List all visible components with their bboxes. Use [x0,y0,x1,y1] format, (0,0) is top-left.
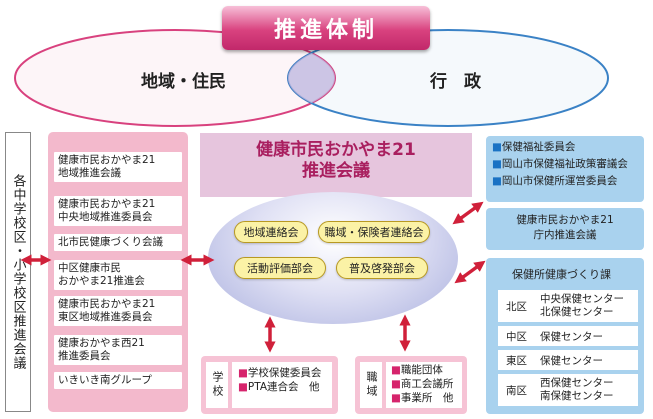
subgroup-pill: 地域連絡会 [234,221,308,243]
regional-council-item: 健康市民おかやま21 地域推進会議 [54,152,182,182]
regional-council-item: 中区健康市民 おかやま21推進会 [54,260,182,290]
subgroup-pill: 活動評価部会 [234,257,326,279]
school-label: 学校 [206,362,228,408]
regional-council-item: 北市民健康づくり会議 [54,234,182,251]
subgroup-pill: 普及啓発部会 [336,257,428,279]
district-row: 南区西保健センター 南保健センター [498,374,638,406]
health-center-title: 保健所健康づくり課 [512,268,611,281]
government-label: 行 政 [430,72,481,92]
school-members: ■学校保健委員会 ■PTA連合会 他 [232,362,332,408]
district-row: 東区保健センター [498,350,638,370]
double-arrow-icon [454,260,486,284]
page-title: 推進体制 [222,6,430,50]
workplace-members: ■職能団体 ■商工会議所 ■事業所 他 [386,362,462,408]
regional-council-item: いきいき南グループ [54,372,182,389]
community-label: 地域・住民 [141,72,226,92]
internal-council-box: 健康市民おかやま21 庁内推進会議 [486,208,644,250]
regional-council-item: 健康おかやま西21 推進委員会 [54,335,182,365]
regional-council-item: 健康市民おかやま21 東区地域推進委員会 [54,296,182,326]
promotion-council-box [200,133,472,197]
double-arrow-icon [452,201,484,225]
subgroup-pill: 職域・保険者連絡会 [318,221,430,243]
promotion-council-title: 健康市民おかやま21 推進会議 [256,140,416,181]
school-district-council-label: 各中学校区・小学校区推進会議 [5,132,31,412]
district-row: 北区中央保健センター 北保健センター [498,290,638,322]
workplace-label: 職域 [360,362,382,408]
regional-council-item: 健康市民おかやま21 中央地域推進委員会 [54,196,182,226]
venn-diagram [14,29,609,127]
district-row: 中区保健センター [498,326,638,346]
government-committee-box: ■保健福祉委員会 ■岡山市保健福祉政策審議会 ■岡山市保健所運営委員会 [486,136,644,202]
